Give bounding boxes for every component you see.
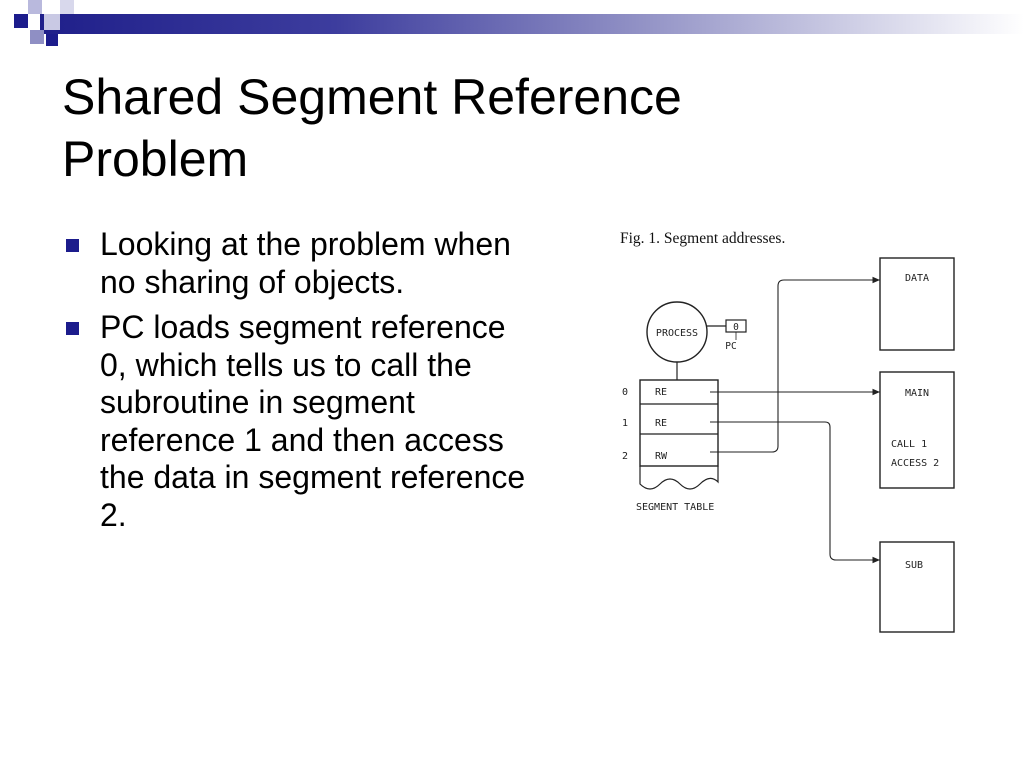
row-access: RW [655, 451, 668, 462]
data-segment-box [879, 257, 955, 351]
pc-label: PC [725, 341, 736, 352]
row-access: RE [655, 387, 667, 398]
segment-diagram-svg: PROCESS 0 PC 0 RE 1 RE 2 RW SEGMENT TABL… [622, 257, 955, 633]
main-box-label: MAIN [905, 388, 929, 399]
title-line-1: Shared Segment Reference [62, 69, 682, 125]
page-title: Shared Segment Reference Problem [62, 66, 962, 190]
title-line-2: Problem [62, 131, 249, 187]
row-index: 2 [622, 451, 628, 462]
row-access: RE [655, 418, 667, 429]
bullet-list: Looking at the problem when no sharing o… [62, 226, 532, 542]
pc-value: 0 [733, 322, 739, 333]
process-label: PROCESS [656, 328, 698, 339]
bullet-text: Looking at the problem when no sharing o… [100, 226, 511, 300]
segment-table-frame [639, 379, 719, 467]
segment-diagram: Fig. 1. Segment addresses. PROCESS 0 PC … [600, 222, 980, 642]
bullet-square-icon [66, 239, 79, 252]
decor-square-1 [14, 14, 28, 28]
bullet-item: Looking at the problem when no sharing o… [62, 226, 532, 301]
bullet-item: PC loads segment reference 0, which tell… [62, 309, 532, 534]
arrow-row2-to-data [710, 276, 880, 453]
decor-square-4 [30, 30, 44, 44]
data-box-label: DATA [905, 273, 929, 284]
row-index: 1 [622, 418, 628, 429]
table-wavy-bottom [639, 466, 719, 490]
bullet-square-icon [66, 322, 79, 335]
figure-caption: Fig. 1. Segment addresses. [620, 230, 786, 247]
decor-square-5 [60, 0, 74, 14]
decor-square-2 [28, 0, 42, 14]
decor-square-3 [44, 14, 60, 30]
sub-segment-box [879, 541, 955, 633]
bullet-text: PC loads segment reference 0, which tell… [100, 309, 526, 533]
segment-table-label: SEGMENT TABLE [636, 502, 714, 513]
row-index: 0 [622, 387, 628, 398]
decor-square-6 [46, 34, 58, 46]
sub-box-label: SUB [905, 560, 923, 571]
arrow-row1-to-sub [710, 421, 880, 564]
main-segment-box [879, 371, 955, 489]
header-gradient-bar [40, 14, 1024, 34]
main-access-label: ACCESS 2 [891, 458, 939, 469]
main-call-label: CALL 1 [891, 439, 927, 450]
segment-table: 0 RE 1 RE 2 RW [622, 379, 719, 490]
